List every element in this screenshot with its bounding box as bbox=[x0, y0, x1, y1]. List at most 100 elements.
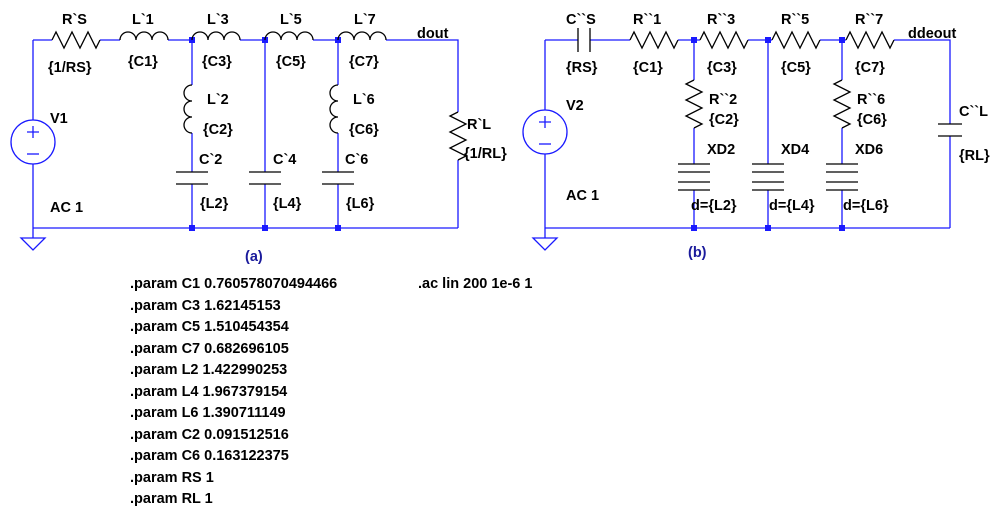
cs-value-label: {RS} bbox=[566, 60, 598, 76]
l6-value-label: {C6} bbox=[349, 122, 379, 138]
l7-name-label: L`7 bbox=[354, 12, 376, 28]
caption-b: (b) bbox=[688, 245, 707, 261]
xd4-name-label: XD4 bbox=[781, 142, 809, 158]
r1-value-label: {C1} bbox=[633, 60, 663, 76]
cs-name-label: C``S bbox=[566, 12, 596, 28]
voltage-source-v1 bbox=[10, 119, 56, 165]
v1-name-label: V1 bbox=[50, 111, 68, 127]
param-line: .param C3 1.62145153 bbox=[130, 298, 281, 314]
junction-dot bbox=[262, 225, 268, 231]
capacitor-cl bbox=[938, 123, 962, 137]
rs-value-label: {1/RS} bbox=[48, 60, 92, 76]
junction-dot bbox=[839, 37, 845, 43]
param-line: .param C6 0.163122375 bbox=[130, 448, 289, 464]
circuit-a: R`S {1/RS} L`1 {C1} L`3 {C3} L`5 {C5} L`… bbox=[10, 12, 507, 265]
param-line: .param C5 1.510454354 bbox=[130, 319, 289, 335]
resistor-r2 bbox=[684, 79, 704, 129]
resistor-r7 bbox=[845, 30, 895, 50]
l1-name-label: L`1 bbox=[132, 12, 154, 28]
fdnr-xd2 bbox=[678, 163, 710, 191]
resistor-rl bbox=[448, 111, 468, 161]
capacitor-cs bbox=[577, 28, 591, 52]
resistor-r1 bbox=[629, 30, 679, 50]
l1-value-label: {C1} bbox=[128, 54, 158, 70]
r5-name-label: R``5 bbox=[781, 12, 809, 28]
caption-a: (a) bbox=[245, 249, 263, 265]
rs-name-label: R`S bbox=[62, 12, 87, 28]
param-line: .param RL 1 bbox=[130, 491, 213, 507]
junction-dot bbox=[189, 225, 195, 231]
ddeout-node-label: ddeout bbox=[908, 26, 956, 42]
xd2-name-label: XD2 bbox=[707, 142, 735, 158]
capacitor-c2 bbox=[176, 171, 208, 185]
l2-value-label: {C2} bbox=[203, 122, 233, 138]
voltage-source-v2 bbox=[522, 109, 568, 155]
r7-value-label: {C7} bbox=[855, 60, 885, 76]
junction-dot bbox=[691, 225, 697, 231]
param-line: .param L6 1.390711149 bbox=[130, 405, 286, 421]
r6-value-label: {C6} bbox=[857, 112, 887, 128]
v2-name-label: V2 bbox=[566, 98, 584, 114]
ac-analysis-directive: .ac lin 200 1e-6 1 bbox=[418, 276, 532, 292]
wire bbox=[894, 39, 951, 124]
xd6-value-label: d={L6} bbox=[843, 198, 889, 214]
rl-name-label: R`L bbox=[467, 117, 491, 133]
capacitor-c4 bbox=[249, 171, 281, 185]
capacitor-c6 bbox=[322, 171, 354, 185]
resistor-r3 bbox=[699, 30, 749, 50]
dout-node-label: dout bbox=[417, 26, 449, 42]
resistor-r6 bbox=[832, 79, 852, 129]
r2-name-label: R``2 bbox=[709, 92, 737, 108]
param-line: .param RS 1 bbox=[130, 470, 214, 486]
xd6-name-label: XD6 bbox=[855, 142, 883, 158]
inductor-l1 bbox=[119, 31, 169, 41]
wire bbox=[386, 39, 459, 112]
inductor-l2 bbox=[183, 84, 193, 134]
resistor-rs bbox=[51, 30, 101, 50]
c2-name-label: C`2 bbox=[199, 152, 222, 168]
l5-value-label: {C5} bbox=[276, 54, 306, 70]
ground-symbol bbox=[19, 228, 47, 251]
inductor-l6 bbox=[329, 84, 339, 134]
param-line: .param C1 0.760578070494466 bbox=[130, 276, 337, 292]
inductor-l3 bbox=[191, 31, 241, 41]
v1-value-label: AC 1 bbox=[50, 200, 83, 216]
c2-value-label: {L2} bbox=[200, 196, 229, 212]
fdnr-xd4 bbox=[752, 163, 784, 191]
c4-name-label: C`4 bbox=[273, 152, 296, 168]
cl-value-label: {RL} bbox=[959, 148, 990, 164]
spice-directives: .param C1 0.760578070494466 .param C3 1.… bbox=[130, 276, 532, 507]
xd2-value-label: d={L2} bbox=[691, 198, 737, 214]
junction-dot bbox=[839, 225, 845, 231]
c6-value-label: {L6} bbox=[346, 196, 375, 212]
ground-symbol bbox=[531, 228, 559, 251]
inductor-l5 bbox=[264, 31, 314, 41]
resistor-r5 bbox=[771, 30, 821, 50]
xd4-value-label: d={L4} bbox=[769, 198, 815, 214]
circuit-b: C``S {RS} R``1 {C1} R``3 {C3} R``5 {C5} … bbox=[522, 12, 990, 261]
fdnr-xd6 bbox=[826, 163, 858, 191]
l6-name-label: L`6 bbox=[353, 92, 375, 108]
junction-dot bbox=[765, 37, 771, 43]
cl-name-label: C``L bbox=[959, 104, 988, 120]
r3-value-label: {C3} bbox=[707, 60, 737, 76]
junction-dot bbox=[335, 225, 341, 231]
l2-name-label: L`2 bbox=[207, 92, 229, 108]
l7-value-label: {C7} bbox=[349, 54, 379, 70]
r2-value-label: {C2} bbox=[709, 112, 739, 128]
param-line: .param L2 1.422990253 bbox=[130, 362, 287, 378]
rl-value-label: {1/RL} bbox=[464, 146, 507, 162]
inductor-l7 bbox=[337, 31, 387, 41]
junction-dot bbox=[765, 225, 771, 231]
r3-name-label: R``3 bbox=[707, 12, 735, 28]
l3-value-label: {C3} bbox=[202, 54, 232, 70]
param-line: .param L4 1.967379154 bbox=[130, 384, 287, 400]
c6-name-label: C`6 bbox=[345, 152, 368, 168]
r7-name-label: R``7 bbox=[855, 12, 883, 28]
l3-name-label: L`3 bbox=[207, 12, 229, 28]
r5-value-label: {C5} bbox=[781, 60, 811, 76]
junction-dot bbox=[691, 37, 697, 43]
v2-value-label: AC 1 bbox=[566, 188, 599, 204]
c4-value-label: {L4} bbox=[273, 196, 302, 212]
